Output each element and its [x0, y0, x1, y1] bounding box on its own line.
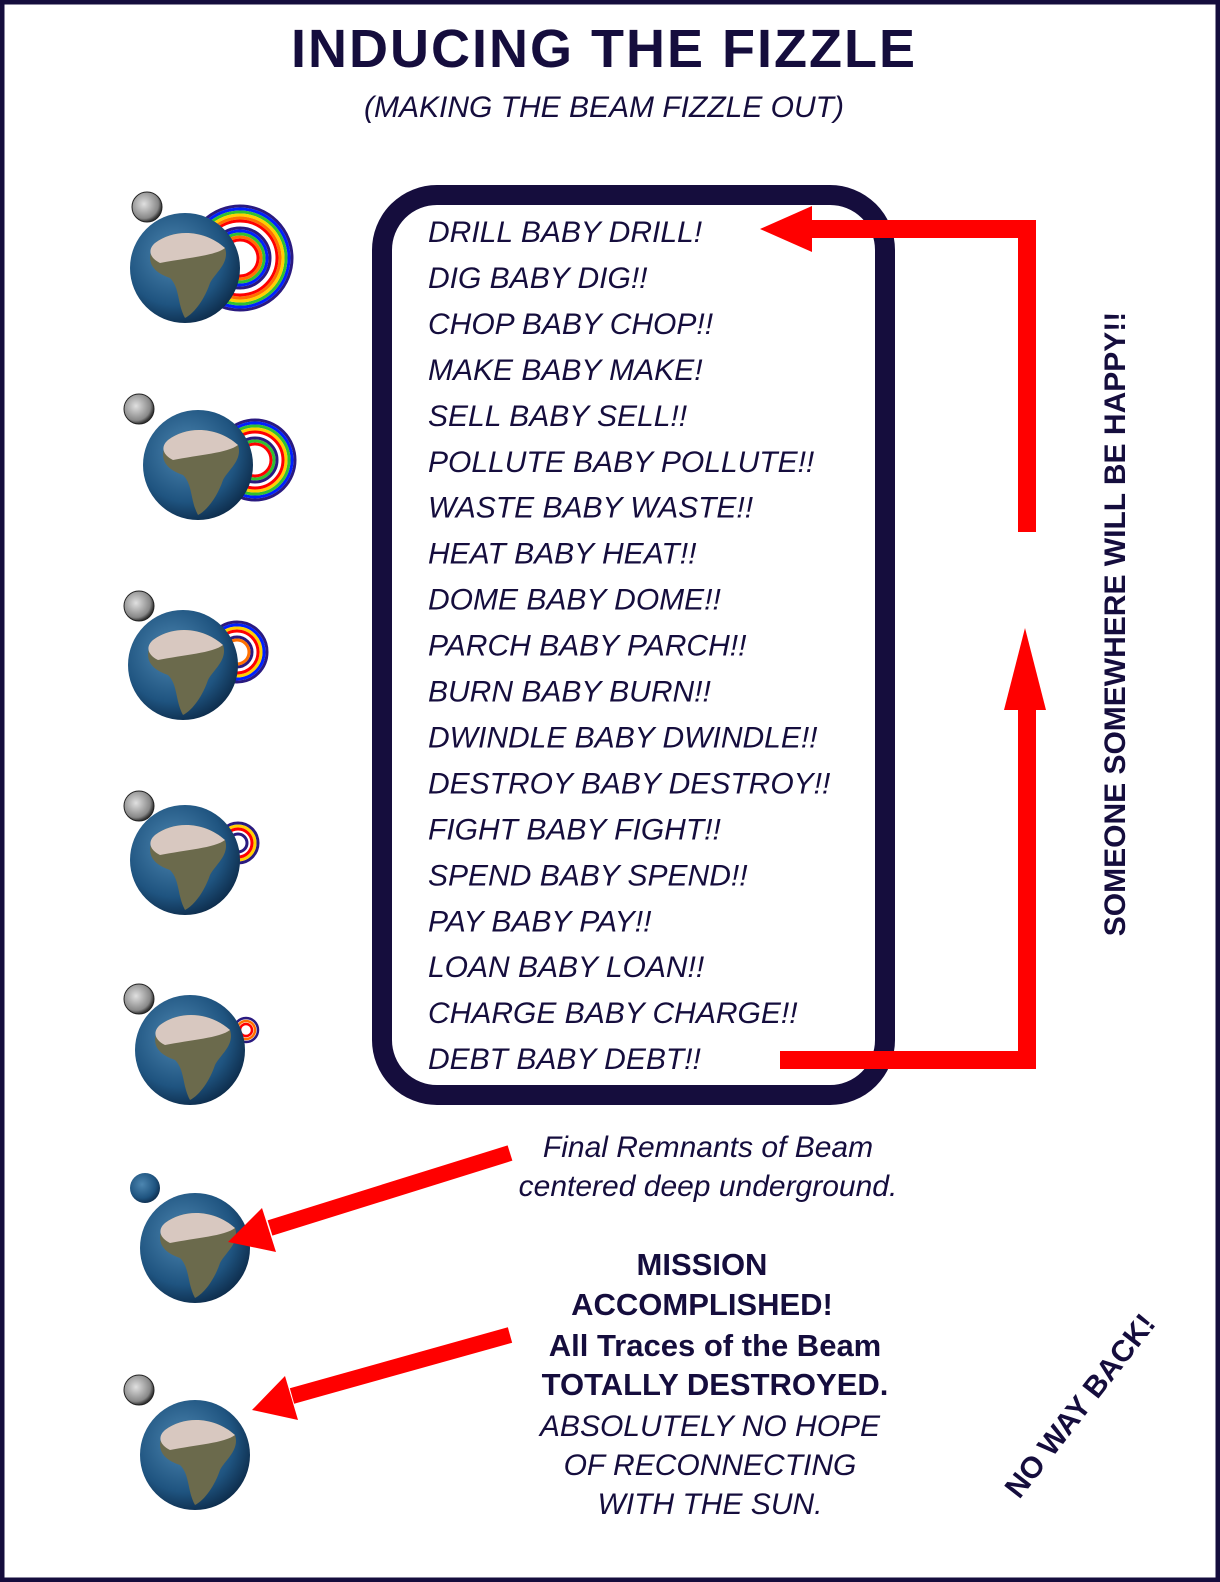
- cycle-item: LOAN BABY LOAN!!: [428, 951, 705, 984]
- cycle-item: DEBT BABY DEBT!!: [428, 1043, 702, 1076]
- cycle-item: FIGHT BABY FIGHT!!: [428, 813, 721, 846]
- cycle-item: BURN BABY BURN!!: [428, 676, 712, 709]
- mission-line-7: WITH THE SUN.: [598, 1488, 823, 1521]
- cycle-arrows: [760, 206, 1046, 1069]
- side-label: SOMEONE SOMEWHERE WILL BE HAPPY!!: [1099, 312, 1132, 936]
- cycle-item: WASTE BABY WASTE!!: [428, 492, 754, 525]
- arrowhead-up-icon: [1004, 628, 1046, 710]
- cycle-item: SELL BABY SELL!!: [428, 400, 688, 433]
- cycle-item: DWINDLE BABY DWINDLE!!: [428, 721, 818, 754]
- moon-icon: [123, 790, 155, 822]
- cycle-item: SPEND BABY SPEND!!: [428, 859, 748, 892]
- earth-stage-1: [130, 191, 294, 323]
- bottom-return-arrow-line: [780, 705, 1036, 1069]
- cycle-item: HEAT BABY HEAT!!: [428, 538, 697, 571]
- arrowhead-icon: [252, 1376, 298, 1420]
- page-title: INDUCING THE FIZZLE: [291, 19, 917, 79]
- arrowhead-icon: [228, 1208, 276, 1252]
- moon-icon: [131, 191, 163, 223]
- earth-stage-6: [130, 1173, 250, 1303]
- earth-stage-5: [123, 983, 260, 1105]
- earth-stage-3: [123, 590, 269, 720]
- cycle-item: DIG BABY DIG!!: [428, 262, 648, 295]
- moon-icon: [123, 983, 155, 1015]
- cycle-item: MAKE BABY MAKE!: [428, 354, 703, 387]
- arrowhead-left-icon: [760, 206, 812, 252]
- cycle-item: DOME BABY DOME!!: [428, 584, 722, 617]
- mission-line-4: TOTALLY DESTROYED.: [542, 1367, 889, 1402]
- mission-line-6: OF RECONNECTING: [564, 1449, 857, 1482]
- cycle-item: DRILL BABY DRILL!: [428, 216, 703, 249]
- earth-stage-4: [123, 790, 260, 915]
- earth-icon: [143, 410, 253, 520]
- cycle-list: DRILL BABY DRILL! DIG BABY DIG!! CHOP BABY…: [428, 216, 831, 1076]
- cycle-item: PAY BABY PAY!!: [428, 905, 652, 938]
- small-earth-icon: [130, 1173, 160, 1203]
- remnants-arrow: [267, 1145, 513, 1236]
- cycle-item: CHARGE BABY CHARGE!!: [428, 997, 798, 1030]
- mission-line-2: ACCOMPLISHED!: [571, 1287, 833, 1322]
- earth-icon: [135, 995, 245, 1105]
- mission-line-3: All Traces of the Beam: [549, 1328, 882, 1363]
- mission-line-5: ABSOLUTELY NO HOPE: [538, 1410, 881, 1443]
- earth-icon: [140, 1193, 250, 1303]
- cycle-item: CHOP BABY CHOP!!: [428, 308, 714, 341]
- cycle-box: [372, 185, 895, 1105]
- moon-icon: [123, 1374, 155, 1406]
- mission-arrow: [289, 1327, 513, 1404]
- remnants-line-1: Final Remnants of Beam: [543, 1131, 873, 1164]
- earth-icon: [128, 610, 238, 720]
- top-return-arrow-line: [810, 220, 1036, 532]
- mission-block: MISSION ACCOMPLISHED! All Traces of the …: [538, 1247, 888, 1521]
- cycle-item: PARCH BABY PARCH!!: [428, 630, 747, 663]
- moon-icon: [123, 590, 155, 622]
- cycle-item: DESTROY BABY DESTROY!!: [428, 767, 831, 800]
- page-subtitle: (MAKING THE BEAM FIZZLE OUT): [364, 91, 844, 124]
- earth-icon: [140, 1400, 250, 1510]
- earth-icon: [130, 805, 240, 915]
- earth-sequence: [123, 191, 297, 1510]
- remnants-line-2: centered deep underground.: [519, 1170, 898, 1203]
- earth-icon: [130, 213, 240, 323]
- cycle-item: POLLUTE BABY POLLUTE!!: [428, 446, 815, 479]
- earth-stage-2: [123, 393, 297, 520]
- moon-icon: [123, 393, 155, 425]
- pointer-arrows: [228, 1145, 513, 1420]
- mission-line-1: MISSION: [637, 1247, 768, 1282]
